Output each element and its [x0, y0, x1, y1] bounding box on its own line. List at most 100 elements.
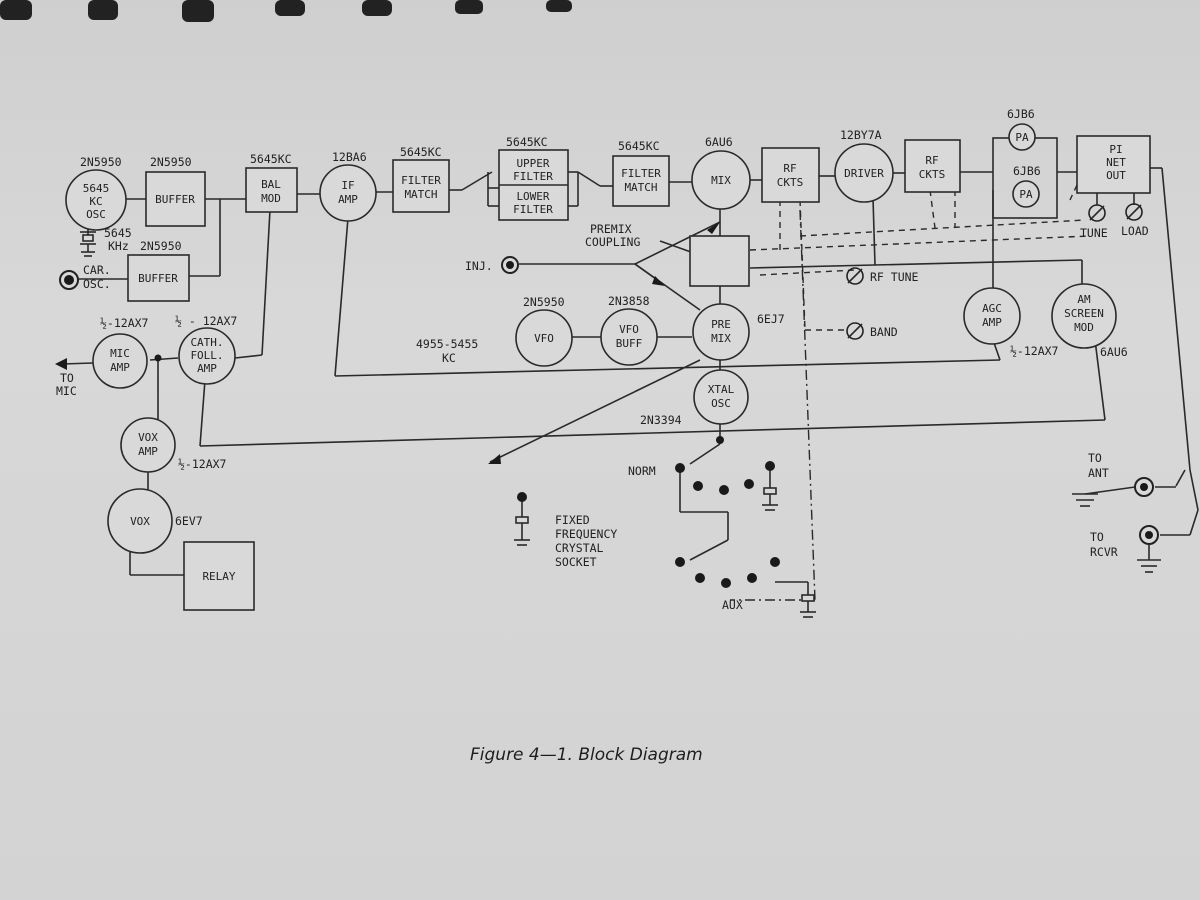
pa1-line1: PA	[1015, 131, 1029, 144]
to-rcvr-line2: RCVR	[1090, 545, 1118, 559]
block-buffer1: BUFFER 2N5950	[145, 155, 206, 227]
pinet-line3: OUT	[1106, 169, 1126, 182]
filtermatch2-label: 5645KC	[618, 139, 660, 153]
band-capacitor-icon	[846, 322, 864, 340]
fixed-crystal-line4: SOCKET	[555, 555, 597, 569]
osc5645-line1: 5645	[83, 182, 110, 195]
buffer2-line1: BUFFER	[138, 272, 178, 285]
pinet-line1: PI	[1109, 143, 1122, 156]
band-label: BAND	[870, 325, 898, 339]
buffer1-label: 2N5950	[150, 155, 192, 169]
aux-crystal-selector-icon	[675, 557, 816, 618]
load-capacitor-icon	[1125, 203, 1143, 221]
pa2-line1: PA	[1019, 188, 1033, 201]
amscreen-label: 6AU6	[1100, 345, 1128, 359]
filterbank-line3: LOWER	[516, 190, 549, 203]
to-ant-line2: ANT	[1088, 466, 1109, 480]
vfobuff-line1: VFO	[619, 323, 639, 336]
to-ant-line1: TO	[1088, 451, 1102, 465]
block-filtermatch1: FILTER MATCH 5645KC	[392, 145, 450, 213]
filtermatch2-line2: MATCH	[624, 181, 657, 194]
pa1-label: 6JB6	[1007, 107, 1035, 121]
inj-label: INJ.	[465, 259, 493, 273]
filtermatch1-label: 5645KC	[400, 145, 442, 159]
norm-label: NORM	[628, 464, 656, 478]
driver-label: 12BY7A	[840, 128, 882, 142]
ifamp-label: 12BA6	[332, 150, 367, 164]
driver-line1: DRIVER	[844, 167, 884, 180]
rfckts1-line2: CKTS	[777, 176, 804, 189]
filtermatch1-line2: MATCH	[404, 188, 437, 201]
block-amscreen: AM SCREEN MOD 6AU6	[1051, 283, 1128, 359]
filterbank-label: 5645KC	[506, 135, 548, 149]
vfo-range-line2: KC	[442, 351, 456, 365]
inj-jack-icon	[501, 256, 519, 274]
block-pinet: PI NET OUT	[1076, 135, 1151, 194]
block-relay: RELAY	[183, 541, 255, 611]
ifamp-line2: AMP	[338, 193, 358, 206]
relay-line1: RELAY	[202, 570, 235, 583]
agcamp-label: ½-12AX7	[1010, 344, 1059, 358]
amscreen-line1: AM	[1077, 293, 1091, 306]
osc5645-line3: OSC	[86, 208, 106, 221]
binding-rings	[0, 0, 572, 22]
to-mic-line2: MIC	[56, 384, 77, 398]
block-mix: MIX 6AU6	[691, 135, 751, 210]
rcvr-jack-icon	[1137, 525, 1161, 573]
premix-label: 6EJ7	[757, 312, 785, 326]
pa2-label: 6JB6	[1013, 164, 1041, 178]
fixed-crystal-line2: FREQUENCY	[555, 527, 617, 541]
micamp-line2: AMP	[110, 361, 130, 374]
fixed-crystal-line1: FIXED	[555, 513, 590, 527]
vfobuff-label: 2N3858	[608, 294, 650, 308]
rfckts1-line1: RF	[783, 162, 796, 175]
tune-capacitor-icon	[1088, 204, 1106, 222]
osc5645-label: 2N5950	[80, 155, 122, 169]
block-buffer2: BUFFER 2N5950	[127, 239, 190, 302]
ifamp-line1: IF	[341, 179, 354, 192]
block-filterbank: UPPER FILTER LOWER FILTER 5645KC	[498, 135, 569, 221]
block-vfo: VFO 2N5950	[515, 295, 573, 367]
rfckts2-line1: RF	[925, 154, 938, 167]
premix-coupling-line2: COUPLING	[585, 235, 640, 249]
vfo-range-line1: 4955-5455	[416, 337, 478, 351]
cathfoll-line2: FOLL.	[190, 349, 223, 362]
block-agcamp: AGC AMP ½-12AX7	[963, 287, 1059, 358]
to-rcvr-line1: TO	[1090, 530, 1104, 544]
filterbank-line1: UPPER	[516, 157, 549, 170]
block-driver: DRIVER 12BY7A	[834, 128, 894, 203]
block-balmod: BAL MOD 5645KC	[245, 152, 298, 213]
block-premixbox	[689, 235, 750, 287]
block-rfckts1: RF CKTS	[761, 147, 820, 203]
agcamp-line1: AGC	[982, 302, 1002, 315]
voxamp-label: ½-12AX7	[178, 457, 227, 471]
block-micamp: MIC AMP ½-12AX7	[92, 316, 149, 389]
balmod-line1: BAL	[261, 178, 281, 191]
vfobuff-line2: BUFF	[616, 337, 643, 350]
block-xtalosc: XTAL OSC 2N3394	[640, 369, 749, 427]
cathfoll-line3: AMP	[197, 362, 217, 375]
car-osc-line2: OSC.	[83, 277, 111, 291]
micamp-label: ½-12AX7	[100, 316, 149, 330]
crystal-freq-label: 5645	[104, 226, 132, 240]
car-osc-jack-icon	[59, 270, 79, 290]
block-osc5645: 5645 KC OSC 2N5950	[65, 155, 127, 231]
rfckts2-line2: CKTS	[919, 168, 946, 181]
figure-caption: Figure 4—1. Block Diagram	[470, 745, 703, 765]
voxamp-line2: AMP	[138, 445, 158, 458]
xtalosc-label: 2N3394	[640, 413, 682, 427]
rf-tune-label: RF TUNE	[870, 270, 919, 284]
aux-label: AUX	[722, 598, 743, 612]
block-pa2: PA 6JB6	[1012, 164, 1041, 208]
osc5645-line2: KC	[89, 195, 102, 208]
filtermatch1-line1: FILTER	[401, 174, 441, 187]
amscreen-line2: SCREEN	[1064, 307, 1104, 320]
cathfoll-line1: CATH.	[190, 336, 223, 349]
rf-tune-capacitor-icon	[846, 267, 864, 285]
vfo-label: 2N5950	[523, 295, 565, 309]
filterbank-line2: FILTER	[513, 170, 553, 183]
crystal-icon	[80, 231, 96, 257]
premix-coupling-line1: PREMIX	[590, 222, 632, 236]
voxamp-line1: VOX	[138, 431, 158, 444]
